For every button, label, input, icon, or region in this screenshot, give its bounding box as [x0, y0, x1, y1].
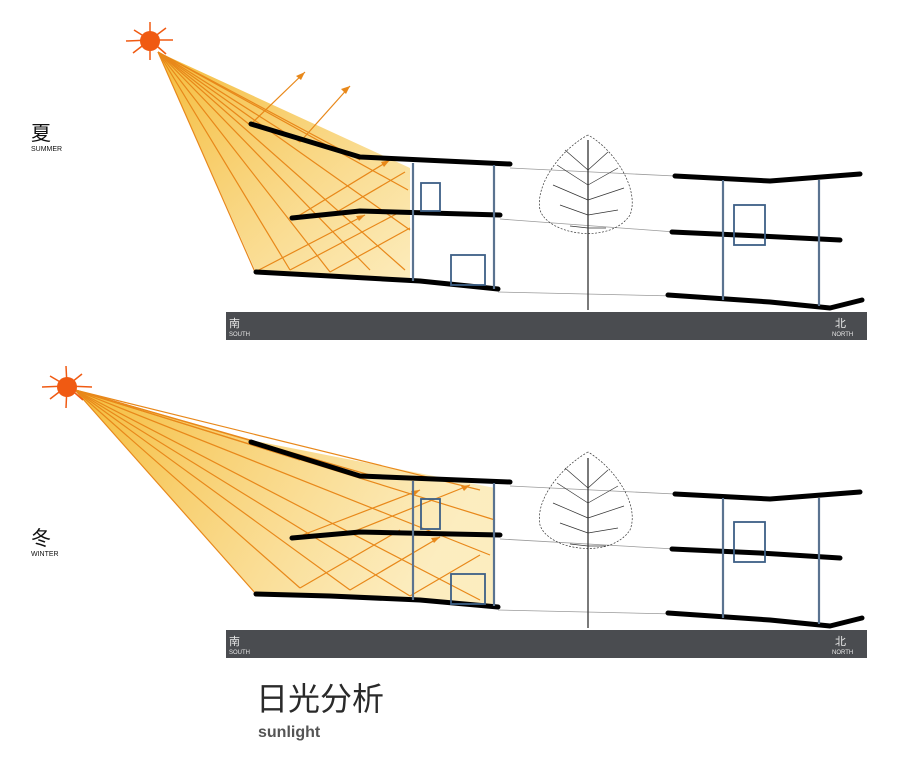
winter-north-roof	[672, 489, 863, 502]
winter-label-en: WINTER	[31, 551, 59, 558]
summer-light-beam	[158, 52, 410, 278]
summer-north-floor-2	[669, 229, 843, 243]
summer-label-en: SUMMER	[31, 146, 62, 153]
diagram-title-cn: 日光分析	[256, 680, 384, 718]
north-label-cn: 北	[835, 317, 846, 330]
summer-label-cn: 夏	[31, 121, 51, 145]
summer-window	[450, 254, 486, 286]
summer-floor-2	[289, 208, 503, 221]
winter-north-floor-1	[665, 610, 865, 629]
south-label-cn: 南	[229, 317, 240, 330]
south-label-cn: 南	[229, 635, 240, 648]
summer-north-window	[733, 204, 766, 246]
winter-tree-icon	[539, 451, 633, 628]
summer-rays	[157, 51, 411, 273]
north-label-cn: 北	[835, 635, 846, 648]
summer-north-floor-1	[665, 292, 865, 311]
diagram-title-en: sunlight	[258, 724, 321, 741]
north-label-en: NORTH	[832, 332, 853, 338]
winter-section: 南 SOUTH 北 NORTH	[31, 365, 867, 658]
ground-bar	[226, 312, 867, 340]
summer-roof	[248, 121, 513, 167]
winter-roof	[248, 439, 513, 485]
north-label-en: NORTH	[832, 650, 853, 656]
summer-tree-icon	[539, 134, 633, 310]
winter-window	[420, 498, 441, 530]
winter-label-cn: 冬	[31, 526, 51, 550]
south-label-en: SOUTH	[229, 650, 250, 656]
winter-north-floor-2	[669, 546, 843, 561]
summer-sun-icon	[125, 22, 173, 60]
winter-light-beam	[75, 390, 495, 605]
south-label-en: SOUTH	[229, 332, 250, 338]
winter-north-window	[733, 521, 766, 563]
winter-sun-icon	[41, 365, 93, 409]
summer-window	[420, 182, 441, 212]
summer-section: 南 SOUTH 北 NORTH	[31, 22, 867, 340]
winter-window	[450, 573, 486, 605]
summer-north-roof	[672, 171, 863, 184]
ground-bar	[226, 630, 867, 658]
winter-floor-2	[289, 529, 503, 541]
